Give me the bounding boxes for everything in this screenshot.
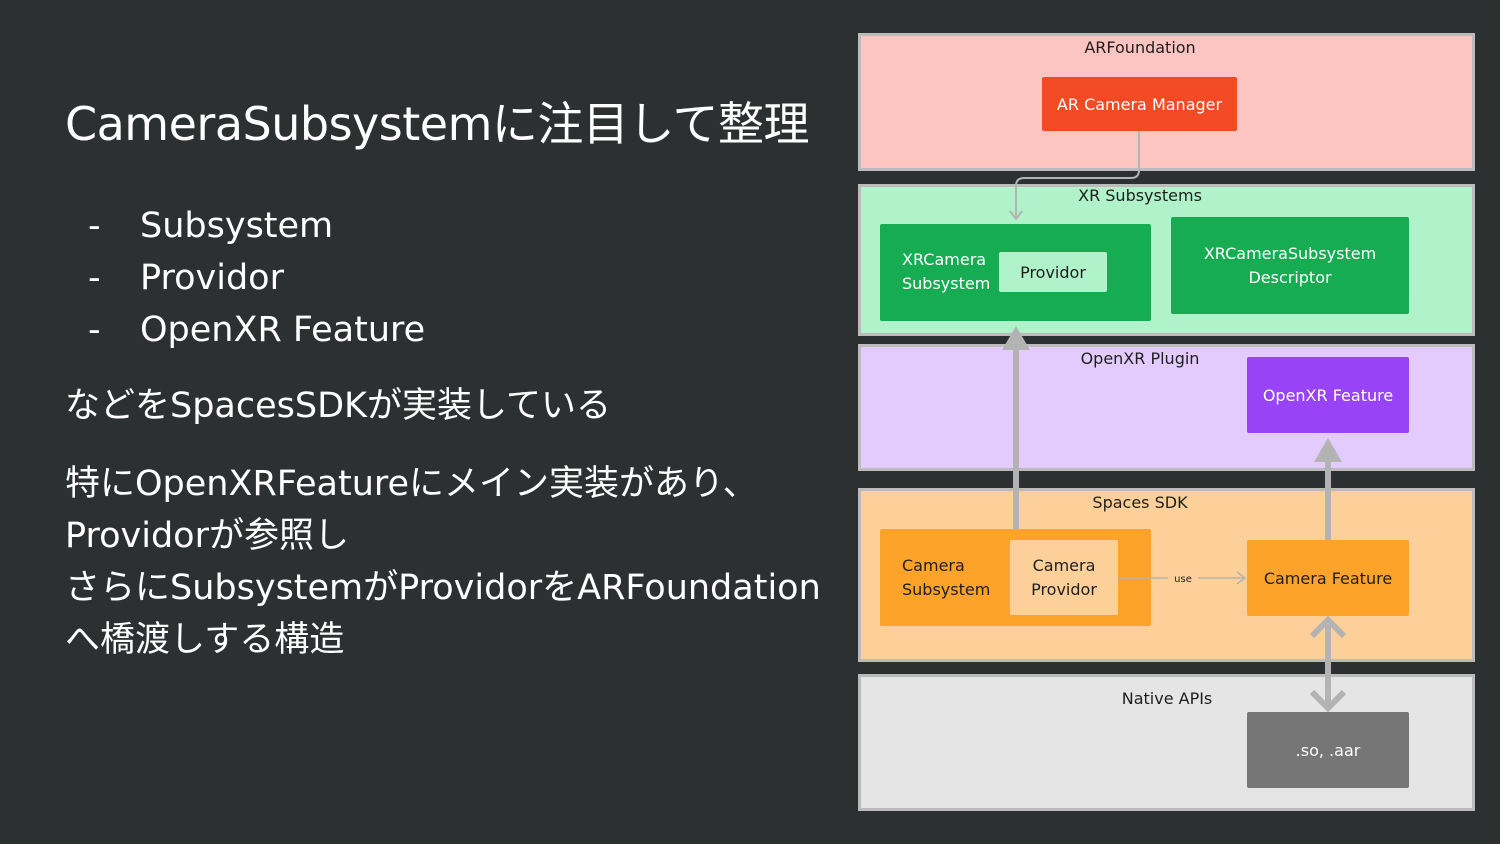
- bullet-item-openxr-feature: -OpenXR Feature: [88, 306, 425, 358]
- layer-native-apis: [858, 674, 1475, 811]
- slide-title: CameraSubsystemに注目して整理: [65, 97, 810, 151]
- paragraph-line: へ橋渡しする構造: [65, 620, 345, 660]
- node-label-line: Subsystem: [902, 274, 991, 293]
- bullet-text: Providor: [140, 258, 284, 298]
- node-xrcamera-subsystem: XRCamera Subsystem: [880, 224, 1151, 321]
- layer-title-native-apis: Native APIs: [1121, 689, 1213, 708]
- layer-xr-subsystems: [858, 184, 1475, 336]
- node-openxr-feature: OpenXR Feature: [1247, 357, 1409, 433]
- layer-title-arfoundation: ARFoundation: [1084, 38, 1196, 57]
- layer-title-spaces-sdk: Spaces SDK: [1092, 493, 1188, 512]
- node-xrcamera-subsystem-descriptor: XRCameraSubsystem Descriptor: [1171, 217, 1409, 314]
- node-label-line: Descriptor: [1248, 267, 1332, 287]
- layer-title-xr-subsystems: XR Subsystems: [1078, 186, 1202, 205]
- node-camera-subsystem: Camera Subsystem: [880, 529, 1151, 626]
- node-camera-feature: Camera Feature: [1247, 540, 1409, 616]
- node-native-lib: .so, .aar: [1247, 712, 1409, 788]
- edge-arrowhead: [1236, 571, 1247, 585]
- layer-title-openxr-plugin: OpenXR Plugin: [1080, 349, 1200, 368]
- edge-arrowhead: [1314, 438, 1342, 462]
- paragraph-line: Providorが参照し: [65, 516, 349, 556]
- bullet-item-providor: -Providor: [88, 254, 425, 306]
- paragraph-line: 特にOpenXRFeatureにメイン実装があり、: [65, 464, 758, 504]
- edge-arrowhead: [1309, 615, 1347, 639]
- edge-label-use: use: [1174, 574, 1192, 585]
- paragraph-implemented-by-spacessdk: などをSpacesSDKが実装している: [65, 386, 611, 426]
- node-label-line: XRCamera: [902, 250, 987, 269]
- bullet-text: Subsystem: [140, 206, 334, 246]
- node-label-line: Camera: [1032, 555, 1096, 575]
- edge-arrowhead: [1009, 210, 1023, 221]
- layer-openxr-plugin: [858, 344, 1475, 471]
- node-camera-providor: Camera Providor: [1010, 540, 1118, 615]
- node-ar-camera-manager: AR Camera Manager: [1042, 77, 1237, 131]
- node-label-line: Providor: [1031, 579, 1097, 599]
- bullet-item-subsystem: -Subsystem: [88, 202, 425, 254]
- edge-arrowhead: [1002, 326, 1030, 350]
- node-label-line: XRCameraSubsystem: [1203, 243, 1377, 263]
- bullet-dash: -: [88, 206, 101, 246]
- node-label: XRCamera Subsystem: [902, 248, 990, 296]
- bullet-text: OpenXR Feature: [140, 310, 426, 350]
- bullet-dash: -: [88, 258, 101, 298]
- layer-arfoundation: [858, 33, 1475, 171]
- paragraph-structure-description: 特にOpenXRFeatureにメイン実装があり、 Providorが参照し さ…: [65, 458, 821, 666]
- edge-manager-to-subsystem: [1015, 131, 1140, 218]
- node-label-line: Subsystem: [902, 580, 991, 599]
- bullet-list: -Subsystem -Providor -OpenXR Feature: [88, 202, 425, 358]
- node-xr-providor: Providor: [999, 252, 1107, 292]
- bullet-dash: -: [88, 310, 101, 350]
- node-label-line: Camera: [902, 556, 965, 575]
- node-label: Camera Subsystem: [902, 554, 990, 602]
- edge-arrowhead: [1309, 689, 1347, 713]
- paragraph-line: さらにSubsystemがProvidorをARFoundation: [65, 568, 821, 608]
- layer-spaces-sdk: [858, 488, 1475, 662]
